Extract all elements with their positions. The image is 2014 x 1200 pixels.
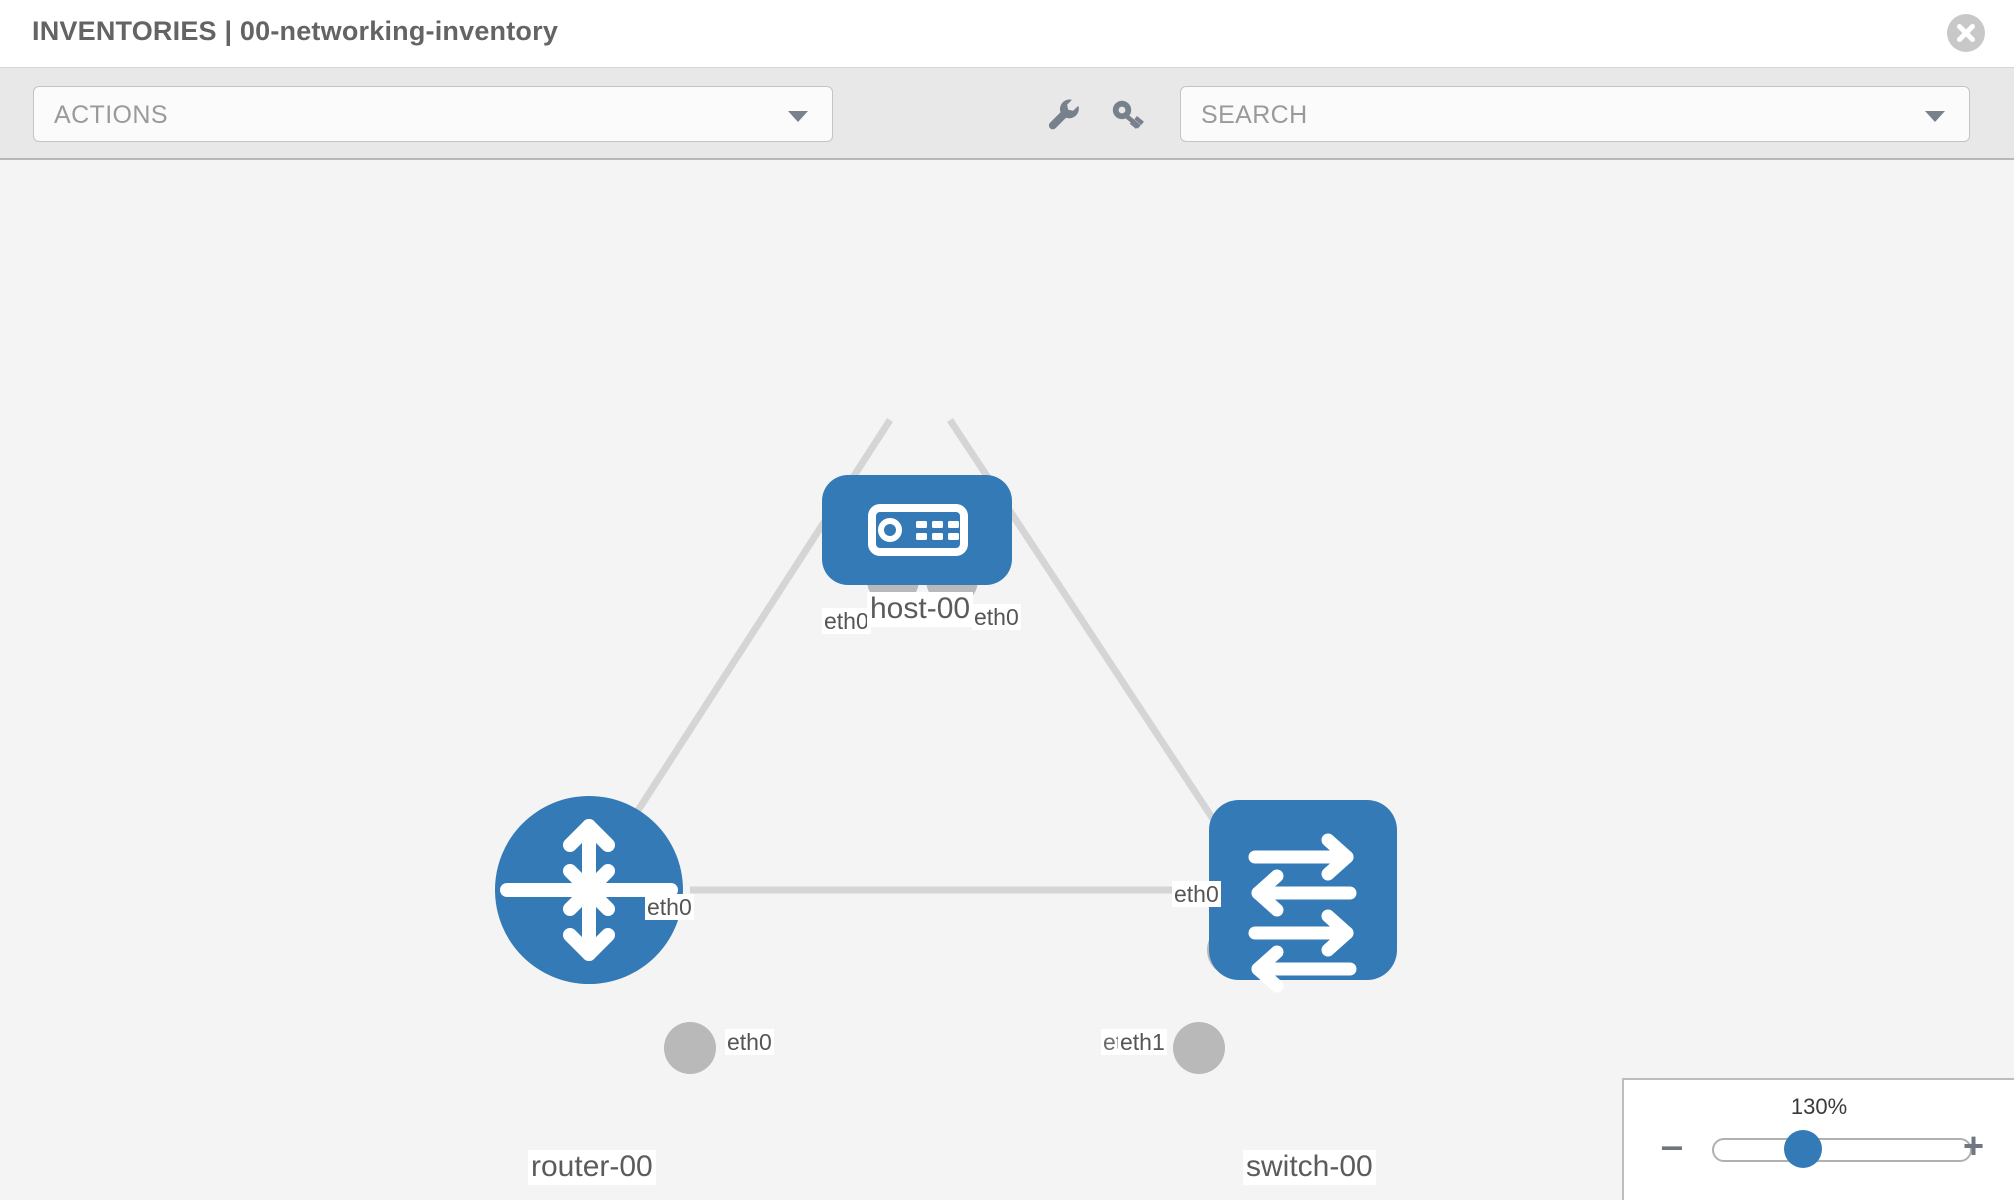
search-placeholder: SEARCH bbox=[1201, 101, 1308, 129]
edge-label-host-switch-eth0: eth0 bbox=[972, 604, 1021, 631]
wrench-icon[interactable] bbox=[1040, 94, 1082, 136]
search-input[interactable]: SEARCH bbox=[1180, 86, 1970, 142]
zoom-slider-track[interactable] bbox=[1712, 1138, 1972, 1162]
router-arrows-icon bbox=[500, 819, 678, 961]
actions-dropdown[interactable]: ACTIONS bbox=[33, 86, 833, 142]
chevron-down-icon bbox=[788, 111, 808, 122]
node-router-00 bbox=[495, 796, 683, 984]
page-title: INVENTORIES | 00-networking-inventory bbox=[32, 16, 559, 46]
topology-canvas[interactable]: eth0 host-00 eth0 eth0 eth0 eth0 eth eth… bbox=[0, 160, 2014, 1200]
zoom-control-panel: 130% ‒ + bbox=[1622, 1078, 2014, 1200]
key-icon[interactable] bbox=[1107, 94, 1149, 136]
edge-label-router-switch-eth0: eth0 bbox=[725, 1029, 774, 1056]
node-label-router-00: router-00 bbox=[528, 1150, 656, 1185]
topology-graph bbox=[495, 418, 1397, 1074]
node-switch-00 bbox=[1209, 800, 1397, 993]
close-icon[interactable] bbox=[1947, 14, 1985, 52]
zoom-level-value: 130% bbox=[1790, 1094, 1848, 1119]
switch-arrows-icon bbox=[1248, 833, 1357, 993]
toolbar: ACTIONS SEARCH bbox=[0, 68, 2014, 160]
actions-dropdown-label: ACTIONS bbox=[54, 101, 168, 129]
zoom-out-button[interactable]: ‒ bbox=[1662, 1125, 1683, 1166]
server-icon bbox=[868, 504, 968, 556]
edge-label-switch-host-eth0: eth0 bbox=[1172, 881, 1221, 908]
zoom-slider-thumb[interactable] bbox=[1784, 1130, 1822, 1168]
server-icon-details bbox=[878, 518, 959, 542]
zoom-in-button[interactable]: + bbox=[1962, 1125, 1984, 1166]
connector-router-right bbox=[664, 1022, 716, 1074]
edge-label-router-host-eth0: eth0 bbox=[645, 894, 694, 921]
node-label-switch-00: switch-00 bbox=[1243, 1150, 1376, 1185]
title-bar: INVENTORIES | 00-networking-inventory bbox=[0, 0, 2014, 68]
connector-switch-left bbox=[1173, 1022, 1225, 1074]
chevron-down-icon bbox=[1925, 111, 1945, 122]
edge-label-switch-router-eth1: eth1 bbox=[1118, 1029, 1167, 1056]
edge-label-host-router-eth0: eth0 bbox=[822, 608, 871, 635]
node-host-00 bbox=[822, 475, 1012, 585]
node-label-host-00: host-00 bbox=[867, 592, 974, 627]
